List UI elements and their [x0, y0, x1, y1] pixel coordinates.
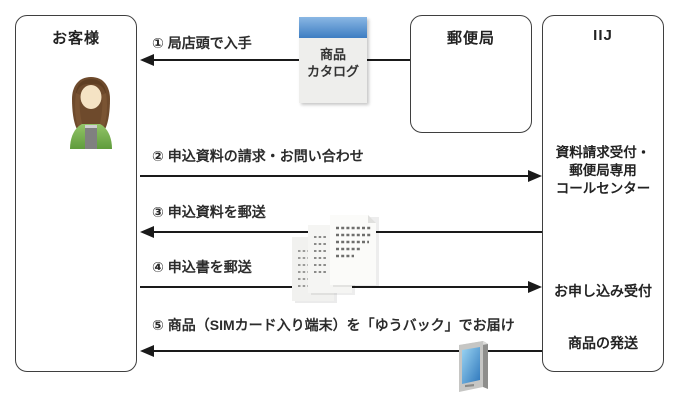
iij-box: IIJ 資料請求受付・ 郵便局専用 コールセンター お申し込み受付 [542, 15, 664, 372]
customer-box-title: お客様 [51, 30, 100, 47]
callcenter-label-line2: 郵便局専用 [569, 163, 637, 178]
customer-box: お客様 [15, 15, 137, 372]
product-shipping-label: 商品の発送 [568, 335, 638, 351]
flow-2-line [140, 175, 529, 177]
callcenter-label: 資料請求受付・ 郵便局専用 コールセンター [543, 144, 663, 198]
documents-icon [292, 215, 379, 303]
flow-5-line [152, 350, 542, 352]
arrow-right-icon [528, 281, 542, 293]
post-office-box: 郵便局 [410, 15, 532, 133]
customer-avatar-icon [70, 77, 112, 149]
iij-box-title: IIJ [593, 27, 613, 44]
catalog-label-line1: 商品 [319, 47, 346, 62]
arrow-left-icon [140, 54, 154, 66]
callcenter-label-line3: コールセンター [555, 181, 651, 196]
post-office-box-title: 郵便局 [446, 30, 495, 47]
catalog-icon: 商品 カタログ [299, 17, 367, 103]
order-acceptance-label: お申し込み受付 [554, 283, 652, 299]
flow-5-label: ⑤ 商品（SIMカード入り端末）を「ゆうバック」でお届け [152, 317, 515, 333]
smartphone-icon [459, 341, 488, 392]
callcenter-label-line1: 資料請求受付・ [555, 145, 651, 160]
arrow-right-icon [528, 170, 542, 182]
flow-3-label: ③ 申込資料を郵送 [152, 204, 266, 220]
arrow-left-icon [140, 345, 154, 357]
flow-2-label: ② 申込資料の請求・お問い合わせ [152, 148, 364, 164]
flow-1-line [152, 59, 410, 61]
arrow-left-icon [140, 226, 154, 238]
catalog-blue-band [299, 17, 367, 38]
flow-1-label: ① 局店頭で入手 [152, 35, 252, 51]
flow-4-label: ④ 申込書を郵送 [152, 259, 252, 275]
catalog-label-line2: カタログ [306, 64, 359, 79]
